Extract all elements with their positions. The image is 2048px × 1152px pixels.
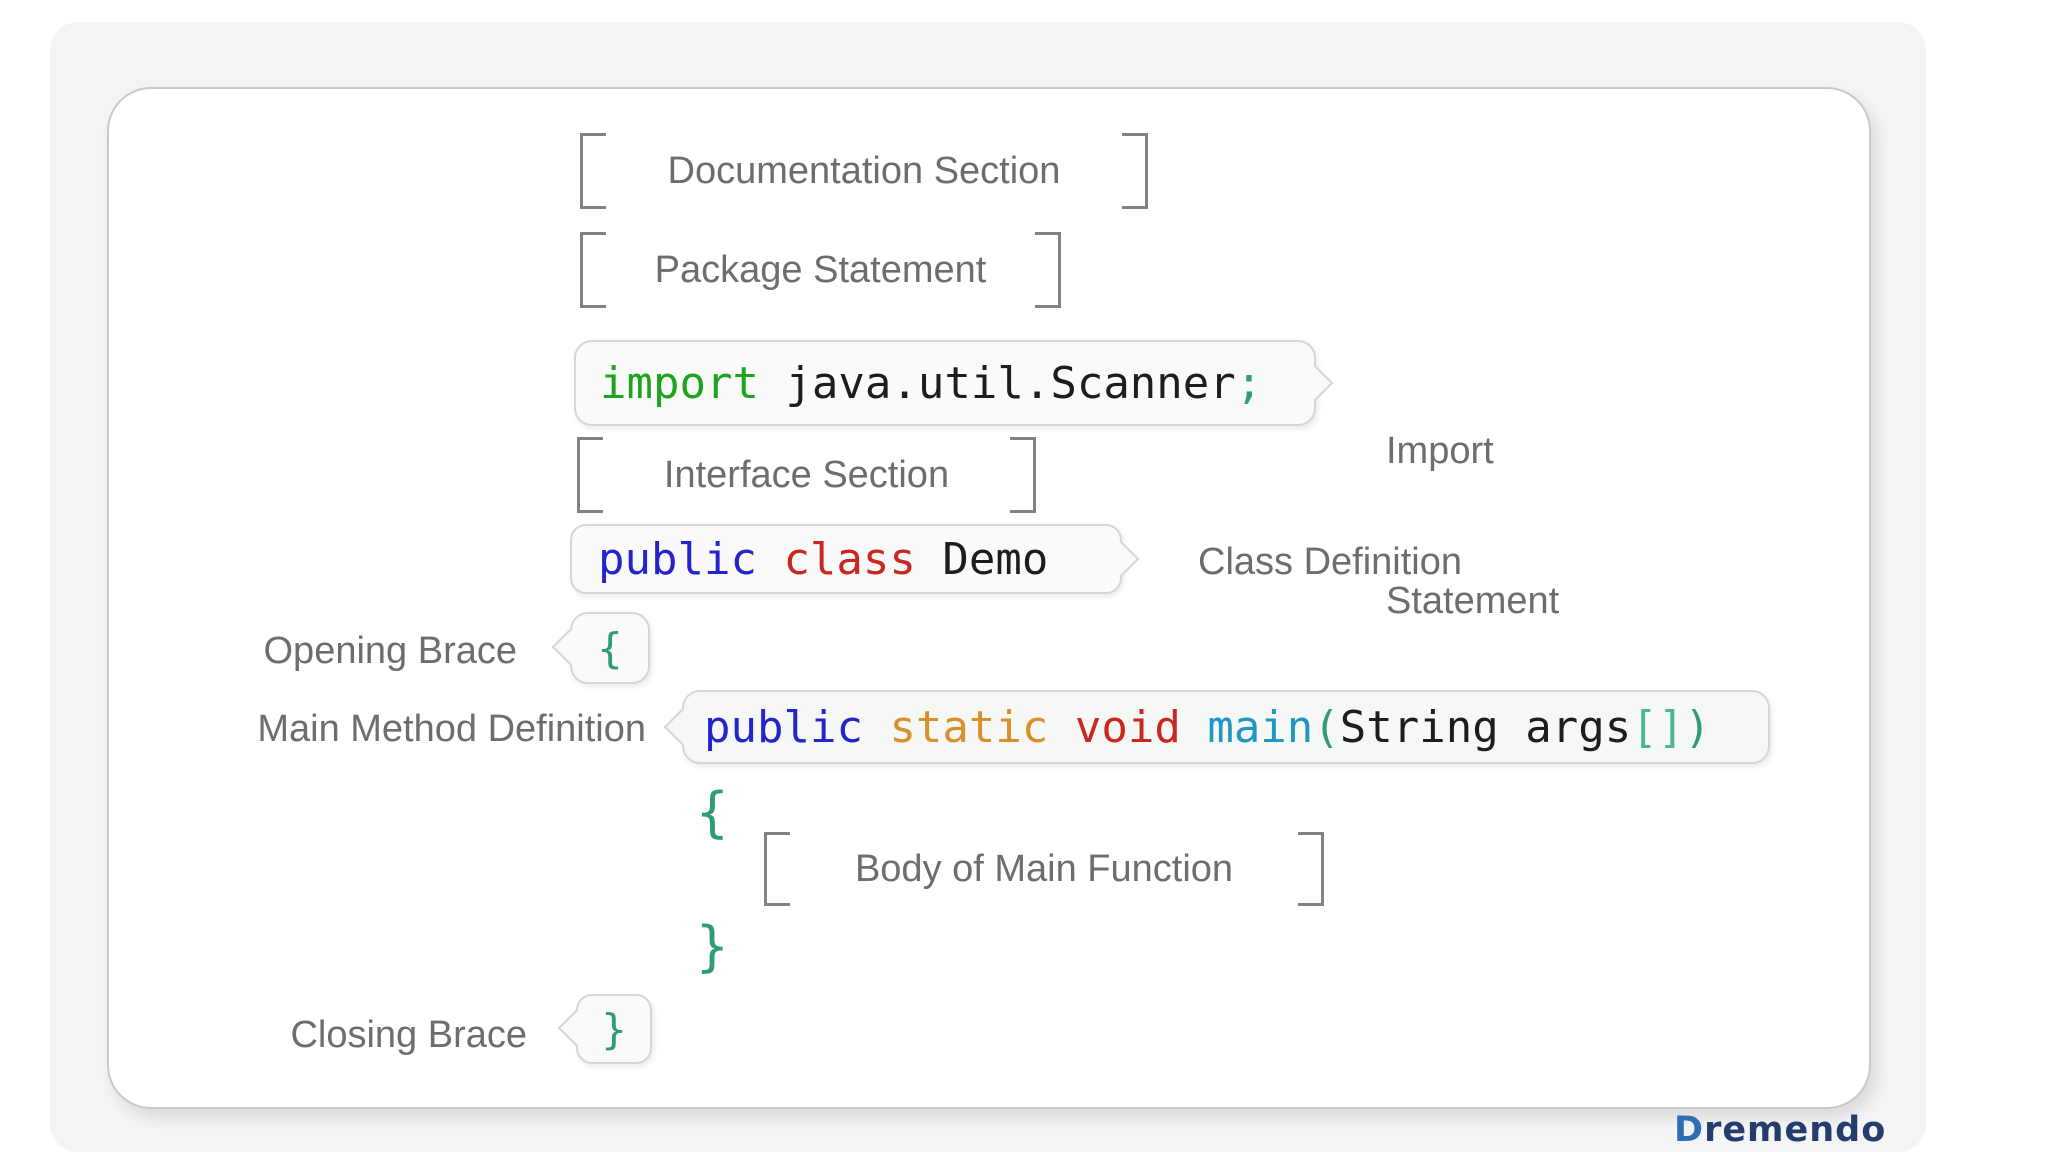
left-bracket-icon bbox=[580, 133, 606, 209]
import-target: java.util.Scanner bbox=[785, 357, 1236, 409]
right-bracket-icon bbox=[1010, 437, 1036, 513]
opening-brace-glyph: { bbox=[597, 623, 623, 673]
open-paren: ( bbox=[1313, 701, 1340, 753]
closing-brace-annotation: Closing Brace bbox=[290, 1014, 527, 1056]
documentation-section-row: Documentation Section bbox=[580, 133, 1148, 209]
public-keyword: public bbox=[704, 701, 890, 753]
left-bracket-icon bbox=[580, 232, 606, 308]
import-keyword: import bbox=[600, 357, 786, 409]
right-bracket-icon bbox=[1298, 832, 1324, 906]
right-bracket-icon bbox=[1122, 133, 1148, 209]
array-brackets: [] bbox=[1631, 701, 1685, 753]
main-method-annotation: Main Method Definition bbox=[257, 708, 646, 750]
static-keyword: static bbox=[889, 701, 1075, 753]
main-open-brace-glyph: { bbox=[696, 781, 729, 844]
dremendo-logo-rest: remendo bbox=[1704, 1110, 1887, 1150]
import-annotation-line1: Import bbox=[1386, 430, 1494, 472]
main-method-name: main bbox=[1207, 701, 1314, 753]
main-params: String args bbox=[1339, 701, 1632, 753]
body-of-main-row: Body of Main Function bbox=[764, 832, 1324, 906]
class-name: Demo bbox=[942, 533, 1049, 585]
opening-brace-bubble: { bbox=[570, 612, 650, 684]
close-paren: ) bbox=[1684, 701, 1711, 753]
interface-section-row: Interface Section bbox=[577, 437, 1036, 513]
right-bracket-icon bbox=[1035, 232, 1061, 308]
interface-section-label: Interface Section bbox=[663, 453, 950, 496]
class-definition-annotation: Class Definition bbox=[1198, 541, 1462, 583]
diagram-card bbox=[107, 87, 1871, 1109]
import-annotation-line2: Statement bbox=[1386, 580, 1560, 622]
body-of-main-label: Body of Main Function bbox=[854, 847, 1234, 890]
class-definition-bubble: public class Demo bbox=[570, 524, 1122, 594]
main-close-brace-glyph: } bbox=[696, 915, 729, 978]
import-statement-bubble: import java.util.Scanner; bbox=[574, 340, 1316, 426]
class-keyword: class bbox=[783, 533, 943, 585]
import-semicolon: ; bbox=[1235, 357, 1263, 409]
package-statement-label: Package Statement bbox=[654, 248, 987, 291]
public-keyword: public bbox=[598, 533, 784, 585]
left-bracket-icon bbox=[764, 832, 790, 906]
closing-brace-glyph: } bbox=[601, 1004, 627, 1054]
left-bracket-icon bbox=[577, 437, 603, 513]
main-method-bubble: public static void main(String args[]) bbox=[682, 690, 1770, 764]
documentation-section-label: Documentation Section bbox=[667, 149, 1061, 192]
dremendo-logo-lead: D bbox=[1674, 1110, 1705, 1150]
import-statement-annotation: Import Statement bbox=[1386, 326, 1559, 726]
void-keyword: void bbox=[1074, 701, 1208, 753]
package-statement-row: Package Statement bbox=[580, 232, 1061, 308]
opening-brace-annotation: Opening Brace bbox=[263, 630, 518, 672]
dremendo-logo: Dremendo bbox=[1674, 1110, 1886, 1150]
